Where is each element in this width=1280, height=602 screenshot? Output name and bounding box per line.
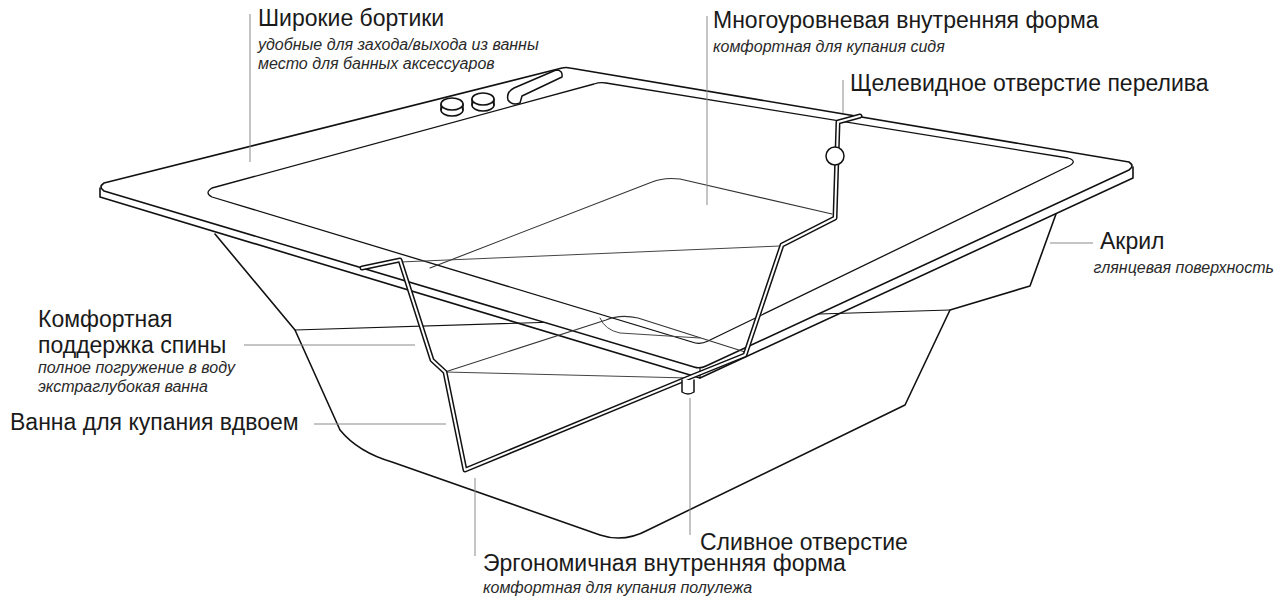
rim-edge bbox=[100, 167, 1133, 378]
feature-label: Многоуровневая внутренняя форма bbox=[713, 8, 1099, 34]
feature-label: Комфортная поддержка спины bbox=[38, 307, 260, 359]
drain-hole bbox=[682, 380, 694, 394]
cross-section-core bbox=[362, 116, 860, 470]
leader-line bbox=[843, 80, 844, 113]
feature-note: полное погружение в воду экстраглубокая … bbox=[38, 358, 270, 396]
inner-opening bbox=[208, 83, 1073, 344]
overflow-slot bbox=[826, 147, 844, 165]
leader-line bbox=[244, 345, 415, 346]
floor-back bbox=[445, 316, 745, 372]
feature-label: Щелевидное отверстие перелива bbox=[850, 71, 1208, 97]
spout bbox=[508, 70, 563, 104]
seat-line bbox=[400, 246, 780, 378]
feature-label: Акрил bbox=[1100, 229, 1164, 255]
feature-note: удобные для захода/выхода из ванны место… bbox=[258, 35, 588, 73]
tub-outline bbox=[100, 68, 1133, 539]
control-knob-top bbox=[441, 98, 463, 110]
feature-label: Широкие бортики bbox=[258, 6, 444, 32]
control-knob-top bbox=[472, 93, 494, 105]
leader-line bbox=[1050, 243, 1093, 244]
feature-note: глянцевая поверхность bbox=[1094, 258, 1274, 277]
leader-line bbox=[690, 398, 691, 535]
feature-label: Эргономичная внутренняя форма bbox=[483, 551, 846, 577]
feature-note: комфортная для купания сидя bbox=[713, 37, 945, 56]
rim-top bbox=[101, 68, 1132, 368]
upper-step bbox=[430, 178, 832, 268]
cross-section bbox=[362, 116, 860, 470]
leader-line bbox=[475, 478, 476, 556]
leader-line bbox=[250, 14, 251, 162]
leader-line bbox=[707, 16, 708, 205]
feature-note: комфортная для купания полулежа bbox=[483, 578, 752, 597]
leader-line bbox=[314, 424, 446, 425]
feature-label: Ванна для купания вдвоем bbox=[10, 410, 299, 436]
